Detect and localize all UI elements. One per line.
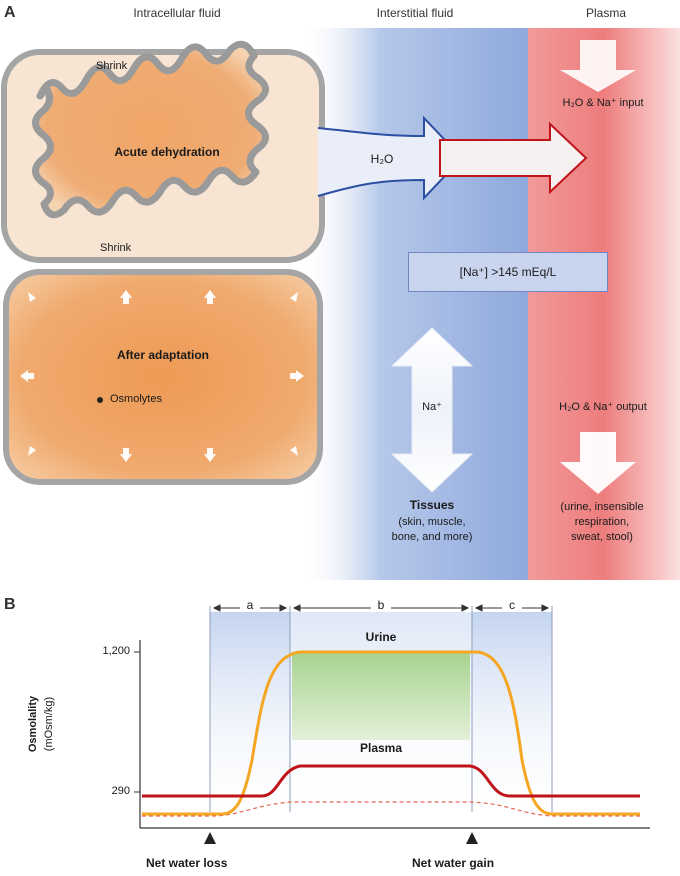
shrunken-cell-membrane (32, 40, 269, 219)
tissues-title: Tissues (409, 498, 455, 512)
net-water-gain-label: Net water gain (412, 856, 495, 870)
y-axis-label: Osmolality (27, 695, 39, 753)
osmolyte-dot (97, 397, 103, 403)
tissues-sub-line: (skin, muscle, (398, 516, 466, 528)
plasma-curve (142, 764, 640, 798)
phase-a-label: a (240, 598, 260, 612)
panel-a-letter: A (4, 4, 16, 21)
acute-dehydration-label: Acute dehydration (114, 145, 220, 159)
header-plasma: Plasma (585, 6, 626, 20)
plasma-output-label: H₂O & Na⁺ output (559, 401, 647, 413)
osmolytes-label: Osmolytes (110, 393, 162, 405)
urine-plateau-fill (292, 652, 470, 740)
shrink-label-top: Shrink (96, 60, 128, 72)
net-water-loss-label: Net water loss (146, 856, 228, 870)
panel-b-letter: B (4, 596, 16, 613)
output-route-line: sweat, stool) (571, 531, 633, 543)
tissues-sub-line: bone, and more) (391, 531, 473, 543)
phase-c-band (472, 612, 552, 812)
interstitial-column (300, 28, 528, 580)
sodium-threshold-text: [Na⁺] >145 mEq/L (459, 265, 557, 279)
plasma-output-arrow (560, 432, 636, 494)
shrink-label-bottom: Shrink (100, 242, 132, 254)
tissues-subtext: (skin, muscle, bone, and more) (362, 515, 502, 545)
osmotic-arrows (20, 290, 304, 462)
water-label: H₂O (370, 152, 394, 166)
water-to-plasma-arrow (439, 121, 588, 195)
net-water-gain-marker (466, 832, 478, 844)
y-tick-label-290: 290 (111, 785, 130, 797)
sodium-threshold-box: [Na⁺] >145 mEq/L (408, 252, 608, 292)
plasma-series-label: Plasma (359, 741, 403, 755)
y-tick-label-1200: 1,200 (102, 645, 130, 657)
urine-series-label: Urine (365, 630, 397, 644)
header-interstitial: Interstitial fluid (376, 6, 454, 20)
osmolality-chart (134, 604, 650, 844)
header-intracellular: Intracellular fluid (133, 6, 221, 20)
output-route-line: respiration, (574, 516, 630, 528)
plasma-input-arrow (560, 40, 636, 92)
phase-b-label: b (371, 598, 391, 612)
y-axis-unit: (mOsm/kg) (43, 696, 55, 752)
net-water-loss-marker (204, 832, 216, 844)
after-adaptation-label: After adaptation (116, 348, 209, 362)
urine-curve (142, 650, 640, 816)
plasma-reference-dashed (142, 801, 640, 817)
cell-adapted (3, 269, 323, 485)
plasma-output-routes: (urine, insensible respiration, sweat, s… (532, 500, 672, 545)
sodium-double-arrow (390, 327, 474, 493)
output-route-line: (urine, insensible (560, 501, 644, 513)
sodium-arrow-label: Na⁺ (422, 401, 442, 413)
phase-a-band (210, 612, 290, 812)
phase-c-label: c (502, 598, 522, 612)
plasma-input-label: H₂O & Na⁺ input (562, 97, 644, 109)
